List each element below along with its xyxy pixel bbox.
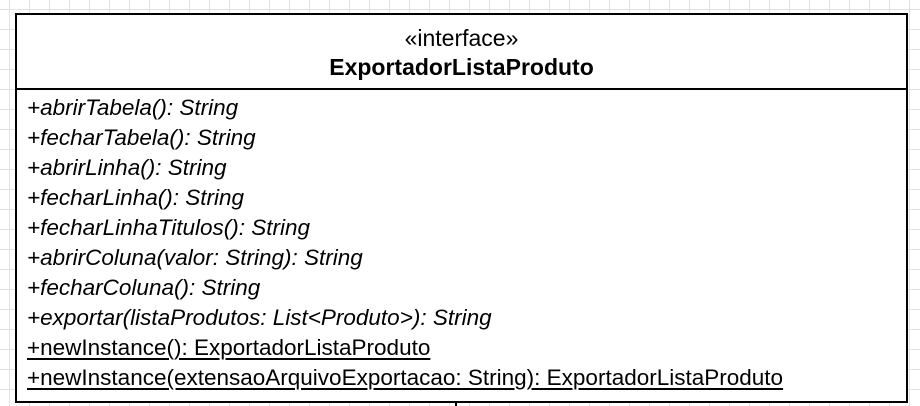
abstract-operation: +fecharColuna(): String <box>27 275 261 300</box>
abstract-operation: +abrirColuna(valor: String): String <box>27 245 363 270</box>
interface-name: ExportadorListaProduto <box>329 54 594 80</box>
abstract-operation: +fecharLinhaTitulos(): String <box>27 215 311 240</box>
operations-compartment: +abrirTabela(): String +fecharTabela(): S… <box>17 90 906 393</box>
static-operation: +newInstance(): ExportadorListaProduto <box>27 335 431 360</box>
static-operation: +newInstance(extensaoArquivoExportacao: … <box>27 365 784 390</box>
abstract-operation: +exportar(listaProdutos: List<Produto>):… <box>27 305 492 330</box>
abstract-operation: +abrirLinha(): String <box>27 155 227 180</box>
interface-stereotype: «interface» <box>404 25 519 51</box>
uml-interface-box[interactable]: «interface» ExportadorListaProduto +abri… <box>15 13 908 403</box>
interface-header: «interface» ExportadorListaProduto <box>17 15 906 90</box>
abstract-operation: +abrirTabela(): String <box>27 95 239 120</box>
abstract-operation: +fecharLinha(): String <box>27 185 244 210</box>
abstract-operation: +fecharTabela(): String <box>27 125 256 150</box>
connector-stub <box>455 401 457 406</box>
